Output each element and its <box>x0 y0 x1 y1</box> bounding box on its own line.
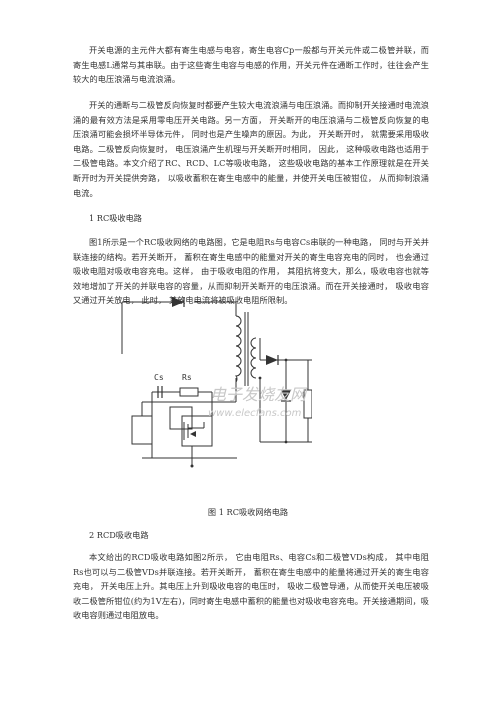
snubber-diode-symbol <box>281 390 291 400</box>
watermark-title: 电子发烧友网 <box>210 385 308 404</box>
rs-label: Rs <box>182 373 192 382</box>
cs-label: Cs <box>154 373 164 382</box>
output-diode-symbol <box>266 355 278 365</box>
switch-transistor-symbol <box>183 422 205 440</box>
surge-paragraph: 开关的通断与二极管反向恢复时都要产生较大电流浪涌与电压浪涌。而抑制开关接通时电流… <box>73 100 429 198</box>
ground-node-dot <box>190 464 194 468</box>
rc-snubber-circuit-figure: Cs Rs 电子发烧友网 www.elecfans.com <box>121 297 312 468</box>
section-heading-rc: 1 RC吸收电路 <box>89 213 142 223</box>
clamp-diode-symbol <box>172 297 184 307</box>
snubber-resistor-symbol <box>179 387 199 397</box>
figure-caption: 图 1 RC吸收网络电路 <box>207 507 289 517</box>
rcd-paragraph: 本文给出的RCD吸收电路如图2所示， 它由电阻Rs、电容Cs和二极管VDs构成，… <box>73 552 429 621</box>
snubber-capacitor-symbol <box>157 386 163 398</box>
watermark-url: www.elecfans.com <box>208 408 302 419</box>
section-heading-rcd: 2 RCD吸收电路 <box>89 530 149 540</box>
intro-paragraph: 开关电源的主元件大都有寄生电感与电容，寄生电容Cp一般都与开关元件或二极管并联，… <box>73 45 429 85</box>
rc-paragraph: 图1所示是一个RC吸收网络的电路图，它是电阻Rs与电容Cs串联的一种电路， 同时… <box>73 237 429 306</box>
